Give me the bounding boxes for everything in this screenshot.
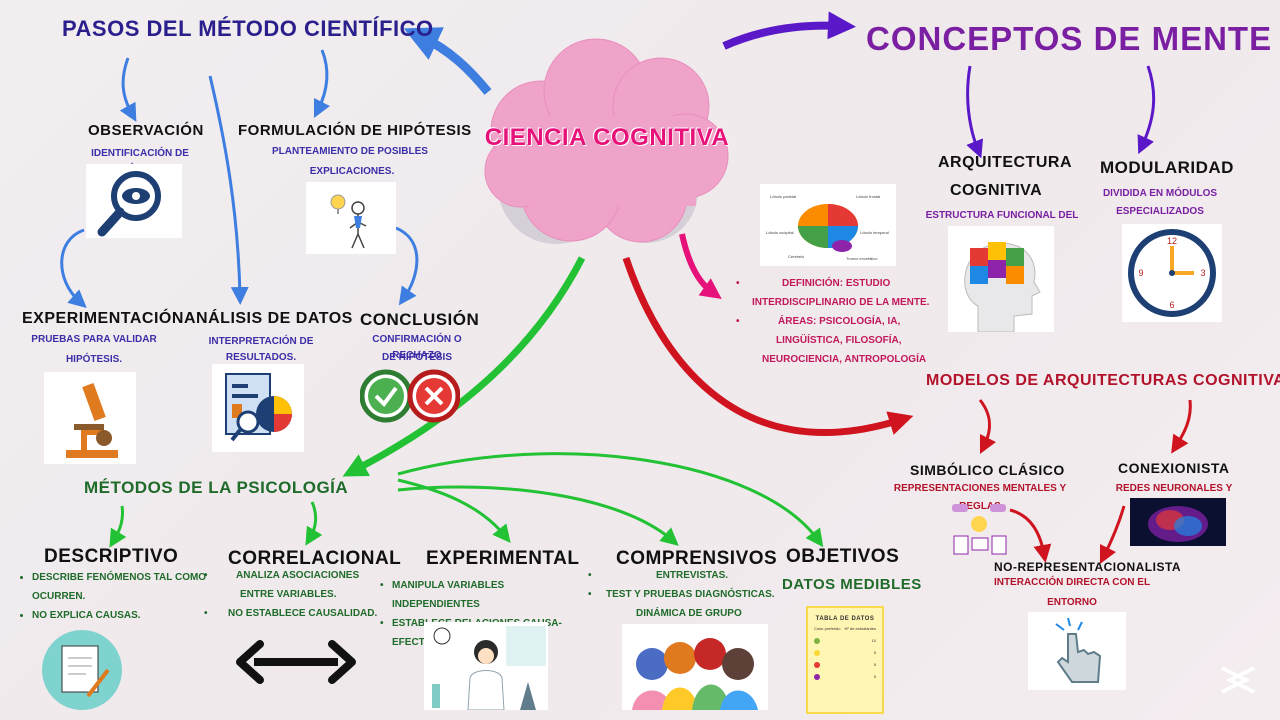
puzzle-head-icon <box>948 226 1054 332</box>
tabla-value-4: 5 <box>873 674 876 679</box>
experimentacion-desc-2: HIPÓTESIS. <box>65 354 123 365</box>
analisis-desc: INTERPRETACIÓN DE RESULTADOS. <box>208 336 314 363</box>
svg-text:12: 12 <box>1167 236 1177 246</box>
svg-text:9: 9 <box>1138 268 1143 278</box>
center-title: CIENCIA COGNITIVA <box>484 124 730 151</box>
clock-icon: 12 3 6 9 <box>1122 224 1222 322</box>
simbolico-title: SIMBÓLICO CLÁSICO <box>910 462 1065 478</box>
thinking-person-icon <box>306 182 396 254</box>
conclusion-title: CONCLUSIÓN <box>360 310 480 329</box>
brain-label-tronco: Tronco encefálico <box>846 256 878 261</box>
magnifier-eye-icon <box>86 164 182 238</box>
definicion-line-4: LINGÜÍSTICA, FILOSOFÍA, <box>776 335 902 346</box>
tabla-value-3: 5 <box>873 662 876 667</box>
hipotesis-desc-2: EXPLICACIONES. <box>309 166 395 177</box>
norep-desc-2: ENTORNO <box>1047 597 1097 608</box>
comprensivos-title: COMPRENSIVOS <box>616 548 778 569</box>
arrow-to-pasos <box>403 27 492 95</box>
notepad-writing-icon <box>38 626 126 714</box>
correlacional-bullet-1-cont: ENTRE VARIABLES. <box>240 589 337 600</box>
comprensivos-bullets: •ENTREVISTAS. •TEST Y PRUEBAS DIAGNÓSTIC… <box>588 566 788 623</box>
comprensivos-bullet-3: DINÁMICA DE GRUPO <box>636 608 742 619</box>
data-analysis-icon <box>212 364 304 452</box>
arquitectura-title-1: ARQUITECTURA <box>938 154 1072 171</box>
svg-text:3: 3 <box>1200 268 1205 278</box>
microscope-icon <box>44 372 136 464</box>
arrow-to-modelos <box>622 256 914 436</box>
modularidad-title: MODULARIDAD <box>1100 158 1234 177</box>
analisis-title: ANÁLISIS DE DATOS <box>184 310 353 327</box>
descriptivo-bullet-1-cont: OCURREN. <box>32 591 86 602</box>
experimental-title: EXPERIMENTAL <box>426 548 580 569</box>
pasos-title: PASOS DEL MÉTODO CIENTÍFICO <box>62 16 434 41</box>
modularidad-desc-2: ESPECIALIZADOS <box>1116 206 1204 217</box>
descriptivo-bullets: DESCRIBE FENÓMENOS TAL COMO OCURREN. NO E… <box>18 568 208 625</box>
check-cross-icon <box>360 368 460 424</box>
metodos-title: MÉTODOS DE LA PSICOLOGÍA <box>84 478 349 497</box>
brain-label-cerebelo: Cerebelo <box>788 254 805 259</box>
cloud-shape <box>484 38 729 244</box>
descriptivo-title: DESCRIPTIVO <box>44 546 179 567</box>
brain-label-temporal: Lóbulo temporal <box>860 230 889 235</box>
group-people-icon <box>622 624 768 710</box>
brain-label-parietal: Lóbulo parietal <box>770 194 797 199</box>
objetivos-sub: DATOS MEDIBLES <box>782 576 922 593</box>
arrow-to-definicion <box>679 233 722 299</box>
definicion-line-3: ÁREAS: PSICOLOGÍA, IA, <box>778 316 901 327</box>
arrow-to-conceptos <box>722 11 856 50</box>
tabla-value-2: 5 <box>873 650 876 655</box>
brain-lobes-icon: Lóbulo parietal Lóbulo frontal Lóbulo oc… <box>760 184 896 266</box>
capcut-logo-icon <box>1218 662 1258 694</box>
observacion-title: OBSERVACIÓN <box>88 122 204 139</box>
arquitectura-title-2: COGNITIVA <box>950 182 1043 199</box>
tabla-title: TABLA DE DATOS <box>815 616 875 622</box>
norep-title: NO-REPRESENTACIONALISTA <box>994 560 1182 574</box>
correlacional-bullet-2: NO ESTABLECE CAUSALIDAD. <box>228 608 378 619</box>
tabla-col-1: Color preferido <box>814 626 841 631</box>
descriptivo-bullet-1: DESCRIBE FENÓMENOS TAL COMO <box>32 572 207 583</box>
conclusion-desc-2: DE HIPÓTESIS <box>381 352 452 363</box>
definicion-block: •DEFINICIÓN: ESTUDIO INTERDISCIPLINARIO … <box>736 274 938 369</box>
neural-brain-icon <box>1130 498 1226 546</box>
brain-label-occipital: Lóbulo occipital <box>766 230 794 235</box>
conexionista-title: CONEXIONISTA <box>1118 460 1230 476</box>
tabla-datos-card: TABLA DE DATOS Color preferido Nº de est… <box>806 606 884 714</box>
svg-text:6: 6 <box>1169 300 1174 310</box>
conceptos-title: CONCEPTOS DE MENTE <box>866 20 1273 57</box>
hipotesis-title: FORMULACIÓN DE HIPÓTESIS <box>238 122 472 139</box>
objetivos-title: OBJETIVOS <box>786 546 900 567</box>
lab-scientist-icon <box>424 622 548 710</box>
flowchart-icon <box>950 500 1010 558</box>
experimental-bullet-1: MANIPULA VARIABLES INDEPENDIENTES <box>392 580 505 610</box>
correlacional-bullet-1: ANALIZA ASOCIACIONES <box>236 570 360 581</box>
correlacional-title: CORRELACIONAL <box>228 548 402 569</box>
norep-desc-1: INTERACCIÓN DIRECTA CON EL <box>993 577 1151 588</box>
double-arrow-icon <box>236 638 356 686</box>
touch-hand-icon <box>1028 612 1126 690</box>
arrow-to-metodos <box>342 256 586 477</box>
conclusion-desc-1: CONFIRMACIÓN O RECHAZO <box>372 334 462 361</box>
experimentacion-desc-1: PRUEBAS PARA VALIDAR <box>31 334 157 345</box>
definicion-line-5: NEUROCIENCIA, ANTROPOLOGÍA <box>762 354 927 365</box>
hipotesis-desc-1: PLANTEAMIENTO DE POSIBLES <box>272 146 428 157</box>
tabla-col-2: Nº de estudiantes <box>844 626 876 631</box>
tabla-value-1: 10 <box>871 638 876 643</box>
experimentacion-title: EXPERIMENTACIÓN <box>22 310 184 327</box>
correlacional-bullets: •ANALIZA ASOCIACIONES ENTRE VARIABLES. •… <box>204 566 394 623</box>
definicion-line-1: DEFINICIÓN: ESTUDIO <box>782 278 891 289</box>
comprensivos-bullet-1: ENTREVISTAS. <box>656 570 729 581</box>
descriptivo-bullet-2: NO EXPLICA CAUSAS. <box>32 610 141 621</box>
comprensivos-bullet-2: TEST Y PRUEBAS DIAGNÓSTICAS. <box>606 589 775 600</box>
modelos-title: MODELOS DE ARQUITECTURAS COGNITIVAS <box>926 372 1280 389</box>
simbolico-desc: REPRESENTACIONES MENTALES Y REGLAS <box>893 483 1067 512</box>
modularidad-desc-1: DIVIDIDA EN MÓDULOS <box>1102 188 1218 199</box>
definicion-line-2: INTERDISCIPLINARIO DE LA MENTE. <box>752 297 930 308</box>
brain-label-frontal: Lóbulo frontal <box>856 194 881 199</box>
